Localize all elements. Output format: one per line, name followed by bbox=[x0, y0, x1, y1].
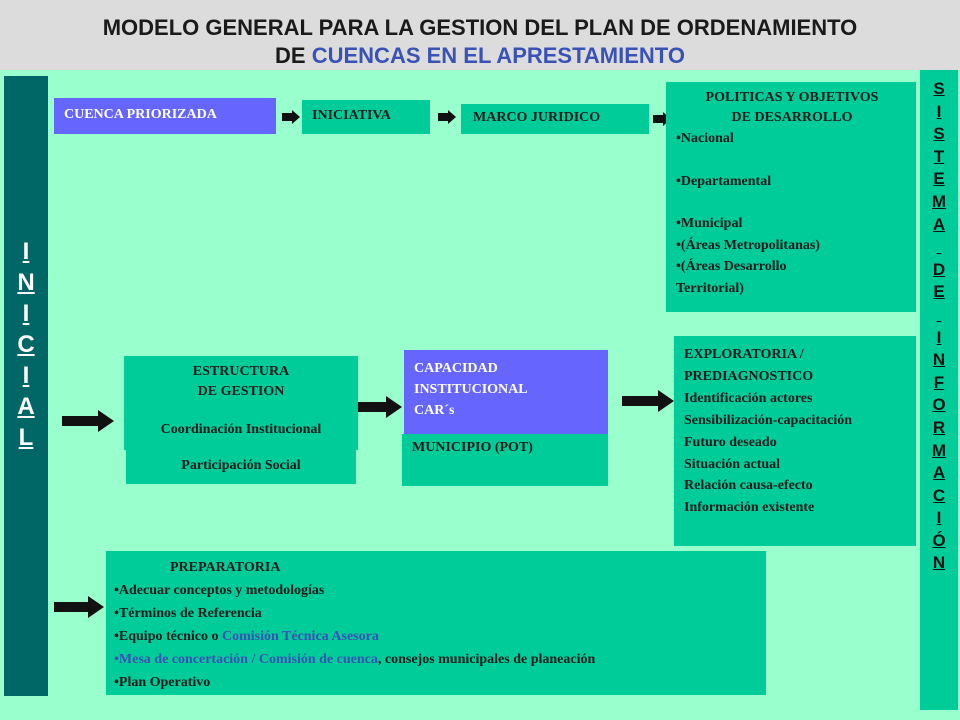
sistema-letter: S bbox=[933, 79, 945, 98]
title-line-2-highlight: CUENCAS EN EL APRESTAMIENTO bbox=[311, 43, 685, 68]
politicas-title-2: DE DESARROLLO bbox=[731, 110, 853, 125]
sistema-letter: I bbox=[936, 327, 942, 347]
inicial-letter: I bbox=[22, 300, 30, 327]
preparatoria-item-4-suffix: , consejos municipales de planeación bbox=[377, 652, 596, 667]
sistema-letter: E bbox=[933, 282, 945, 302]
preparatoria-item: •Términos de Referencia bbox=[114, 606, 262, 621]
sistema-letter: M bbox=[931, 191, 947, 211]
page-title: MODELO GENERAL PARA LA GESTION DEL PLAN … bbox=[0, 14, 960, 70]
title-line-2: DE CUENCAS EN EL APRESTAMIENTO bbox=[0, 42, 960, 70]
politicas-item: •Municipal bbox=[676, 216, 743, 231]
arrow-6-icon bbox=[622, 390, 674, 412]
exploratoria-line: Identificación actores bbox=[684, 390, 813, 406]
sistema-letter: A bbox=[932, 463, 946, 483]
sistema-letter: I bbox=[936, 508, 942, 528]
preparatoria-item: •Equipo técnico o Comisión Técnica Aseso… bbox=[114, 625, 766, 648]
exploratoria-line: EXPLORATORIA / bbox=[684, 347, 804, 362]
exploratoria-box: EXPLORATORIA / PREDIAGNOSTICO Identifica… bbox=[674, 336, 916, 546]
arrow-4-icon bbox=[62, 410, 114, 432]
estructura-line-2: DE GESTION bbox=[197, 384, 285, 399]
inicial-letter: A bbox=[17, 393, 35, 420]
sistema-letter: O bbox=[932, 395, 946, 415]
politicas-box: POLITICAS Y OBJETIVOS DE DESARROLLO •Nac… bbox=[666, 82, 916, 312]
arrow-7-icon bbox=[54, 596, 104, 618]
preparatoria-box: PREPARATORIA •Adecuar conceptos y metodo… bbox=[106, 551, 766, 695]
municipio-box: MUNICIPIO (POT) bbox=[402, 434, 608, 486]
preparatoria-item-3-prefix: •Equipo técnico o bbox=[114, 629, 222, 644]
sistema-letter: T bbox=[933, 146, 945, 166]
sistema-letter: N bbox=[932, 553, 946, 573]
capacidad-line-2: INSTITUCIONAL bbox=[414, 382, 528, 397]
politicas-item: •(Áreas Desarrollo bbox=[676, 259, 787, 274]
sistema-letter: E bbox=[933, 169, 945, 189]
arrow-2-icon bbox=[438, 110, 456, 124]
sistema-letter: M bbox=[931, 440, 947, 460]
capacidad-line-1: CAPACIDAD bbox=[414, 361, 498, 376]
estructura-gestion-box: ESTRUCTURA DE GESTION bbox=[124, 356, 358, 412]
inicial-letter: C bbox=[17, 331, 35, 358]
municipio-label: MUNICIPIO (POT) bbox=[412, 440, 533, 455]
inicial-letter: I bbox=[22, 238, 30, 265]
coordinacion-label: Coordinación Institucional bbox=[160, 422, 322, 437]
exploratoria-line: Situación actual bbox=[684, 456, 781, 472]
iniciativa-label: INICIATIVA bbox=[312, 108, 391, 123]
politicas-item: •Departamental bbox=[676, 173, 772, 189]
politicas-item: •Nacional bbox=[676, 131, 734, 146]
inicial-letter: N bbox=[17, 269, 35, 296]
sistema-letter: D bbox=[932, 259, 946, 279]
sistema-letter bbox=[920, 304, 958, 327]
sistema-letter: F bbox=[933, 372, 945, 392]
marco-juridico-box: MARCO JURIDICO bbox=[461, 104, 649, 134]
sistema-letter: A bbox=[932, 214, 946, 234]
title-line-2-prefix: DE bbox=[275, 43, 312, 68]
sistema-letter: Ó bbox=[932, 530, 946, 550]
cuenca-priorizada-label: CUENCA PRIORIZADA bbox=[64, 107, 217, 122]
capacidad-line-3: CAR´s bbox=[414, 403, 455, 418]
sistema-letter: N bbox=[932, 350, 946, 370]
preparatoria-item-3-highlight: Comisión Técnica Asesora bbox=[221, 629, 379, 644]
sistema-letter: S bbox=[933, 124, 945, 144]
title-line-1: MODELO GENERAL PARA LA GESTION DEL PLAN … bbox=[102, 15, 858, 40]
sistema-letter bbox=[920, 236, 958, 259]
exploratoria-line: Información existente bbox=[684, 500, 815, 516]
capacidad-institucional-box: CAPACIDAD INSTITUCIONAL CAR´s bbox=[404, 350, 608, 434]
exploratoria-line: Sensibilización-capacitación bbox=[684, 412, 852, 428]
marco-juridico-label: MARCO JURIDICO bbox=[473, 110, 601, 125]
cuenca-priorizada-box: CUENCA PRIORIZADA bbox=[54, 98, 276, 134]
exploratoria-line: Futuro deseado bbox=[684, 434, 777, 450]
preparatoria-item: •Mesa de concertación / Comisión de cuen… bbox=[114, 648, 766, 671]
exploratoria-line: PREDIAGNOSTICO bbox=[684, 368, 814, 384]
arrow-5-icon bbox=[358, 396, 402, 418]
arrow-1-icon bbox=[282, 110, 300, 124]
inicial-letter: L bbox=[18, 424, 34, 451]
iniciativa-box: INICIATIVA bbox=[302, 100, 430, 134]
estructura-line-1: ESTRUCTURA bbox=[192, 364, 290, 379]
sistema-letter: C bbox=[932, 485, 946, 505]
inicial-letter: I bbox=[22, 362, 30, 389]
coordinacion-box: Coordinación Institucional bbox=[124, 412, 358, 450]
politicas-item: •(Áreas Metropolitanas) bbox=[676, 237, 820, 253]
politicas-title-1: POLITICAS Y OBJETIVOS bbox=[705, 90, 879, 105]
preparatoria-item: •Adecuar conceptos y metodologías bbox=[114, 583, 325, 598]
participacion-label: Participación Social bbox=[181, 458, 301, 473]
preparatoria-title: PREPARATORIA bbox=[170, 560, 281, 575]
participacion-box: Participación Social bbox=[126, 450, 356, 484]
sistema-letter: I bbox=[936, 101, 942, 121]
sistema-letter: R bbox=[932, 417, 946, 437]
preparatoria-item-4-highlight: •Mesa de concertación / Comisión de cuen… bbox=[114, 652, 378, 667]
preparatoria-item: •Plan Operativo bbox=[114, 675, 211, 690]
exploratoria-line: Relación causa-efecto bbox=[684, 478, 813, 494]
politicas-item: Territorial) bbox=[676, 280, 744, 296]
